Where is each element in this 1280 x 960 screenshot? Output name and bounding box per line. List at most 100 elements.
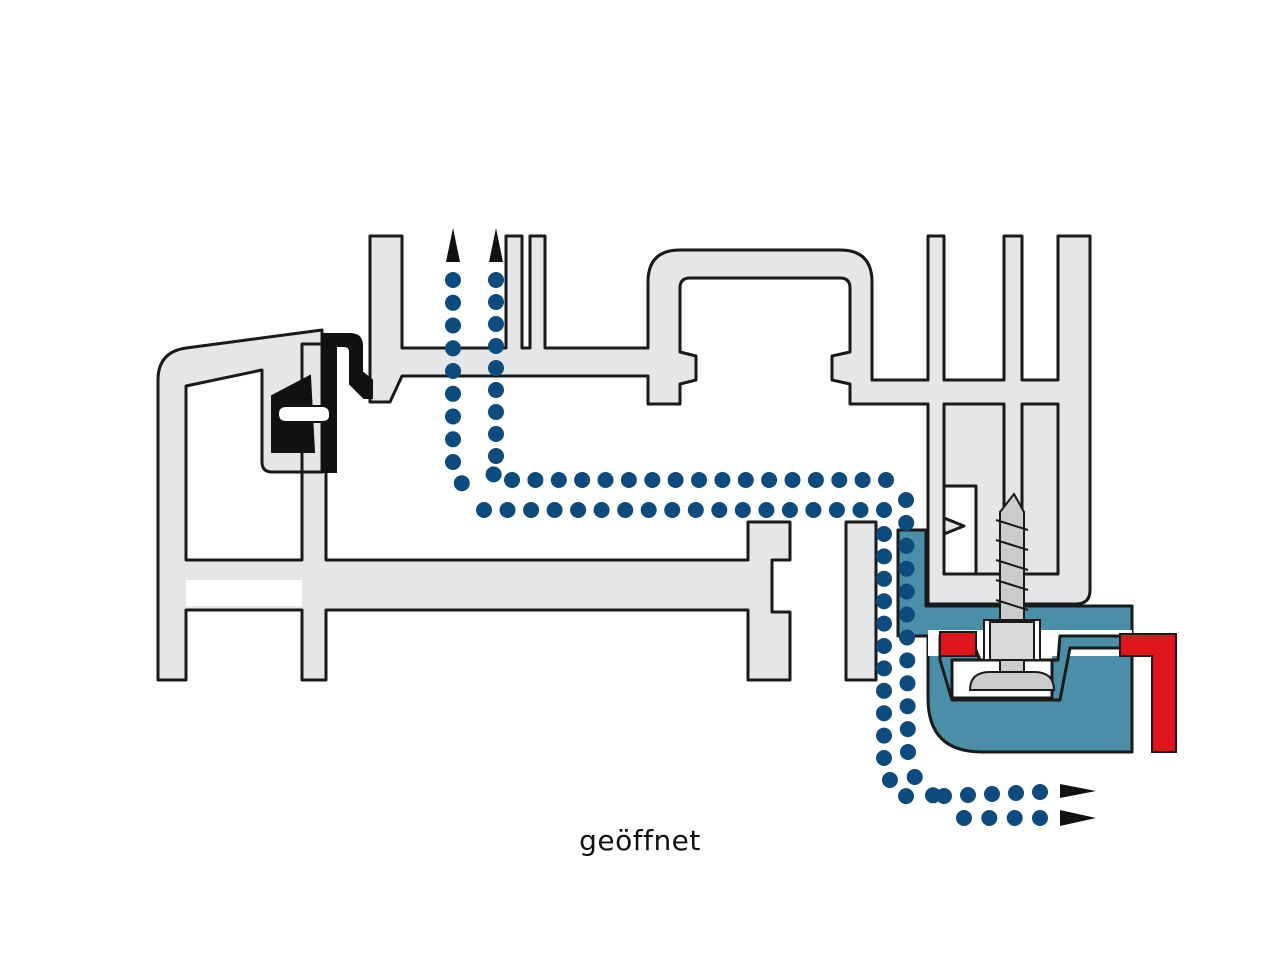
air-dot: [488, 448, 504, 464]
air-dot: [898, 606, 915, 623]
air-dot: [691, 472, 707, 488]
air-flow-path: [445, 272, 1048, 826]
air-dot: [445, 431, 461, 448]
air-dot: [876, 593, 892, 610]
air-dot: [488, 382, 504, 398]
arrow-right-icon: [1060, 784, 1096, 826]
air-dot: [758, 502, 775, 518]
air-dot: [805, 502, 822, 518]
air-dot: [488, 360, 504, 376]
air-dot: [714, 472, 731, 488]
air-dot: [781, 502, 798, 518]
state-caption: geöffnet: [579, 824, 701, 857]
air-dot: [617, 502, 634, 518]
air-dot: [878, 472, 894, 488]
arrow-up-icon: [446, 228, 503, 262]
air-dot: [620, 472, 637, 488]
air-dot: [876, 727, 892, 744]
air-dot: [1032, 784, 1048, 800]
air-dot: [898, 492, 914, 508]
air-dot: [899, 675, 916, 692]
air-dot: [499, 502, 516, 518]
air-dot: [876, 526, 892, 542]
air-dot: [906, 769, 923, 785]
air-dot: [737, 472, 754, 488]
air-dot: [881, 772, 898, 788]
air-dot: [445, 294, 461, 311]
air-dot: [898, 583, 915, 600]
air-dot: [876, 750, 892, 766]
air-dot: [981, 810, 998, 826]
air-dot: [546, 502, 563, 518]
air-dot: [876, 502, 892, 518]
air-dot: [476, 502, 492, 518]
air-dot: [876, 660, 892, 677]
air-dot: [899, 629, 916, 646]
air-dot: [485, 466, 502, 483]
air-dot: [828, 502, 845, 518]
air-dot: [445, 363, 461, 379]
air-dot: [664, 502, 681, 518]
air-dot: [899, 652, 916, 669]
air-dot: [644, 472, 661, 488]
air-dot: [593, 502, 610, 518]
air-dot: [488, 316, 504, 332]
air-dot: [597, 472, 614, 488]
sealing-gasket: [271, 333, 373, 473]
air-dot: [1006, 810, 1023, 826]
sash-profile: [368, 234, 1092, 606]
air-dot: [734, 502, 751, 518]
air-dot: [488, 338, 504, 354]
air-dot: [527, 472, 544, 488]
air-dot: [504, 472, 520, 488]
air-dot: [445, 340, 461, 357]
air-dot: [876, 682, 892, 699]
air-dot: [445, 317, 461, 334]
air-dot: [570, 502, 587, 518]
air-dot: [550, 472, 567, 488]
air-dot: [899, 721, 916, 738]
air-dot: [488, 294, 504, 310]
air-dot: [807, 472, 824, 488]
air-dot: [900, 744, 916, 760]
air-dot: [876, 705, 892, 722]
air-dot: [1032, 810, 1048, 826]
air-dot: [831, 472, 848, 488]
air-dot: [956, 810, 972, 826]
air-dot: [488, 404, 504, 420]
air-dot: [898, 560, 915, 577]
air-dot: [640, 502, 657, 518]
air-dot: [488, 426, 504, 442]
air-dot: [984, 786, 1000, 802]
air-dot: [898, 537, 915, 554]
air-dot: [761, 472, 778, 488]
air-dot: [574, 472, 591, 488]
screw-icon: [968, 492, 1056, 691]
air-dot: [1008, 785, 1024, 801]
air-dot: [898, 514, 915, 531]
air-dot: [854, 472, 871, 488]
air-dot: [445, 454, 461, 470]
air-dot: [453, 475, 470, 492]
air-dot: [445, 385, 461, 402]
air-dot: [687, 502, 704, 518]
air-dot: [445, 408, 461, 425]
air-dot: [960, 787, 976, 803]
vent-flap-seal: [939, 631, 1177, 753]
air-dot: [523, 502, 540, 518]
air-dot: [898, 788, 914, 805]
air-dot: [784, 472, 801, 488]
air-dot: [711, 502, 728, 518]
air-dot: [876, 638, 892, 654]
frame-rebate: [844, 484, 978, 682]
air-dot: [488, 272, 504, 288]
air-dot: [852, 502, 869, 518]
air-dot: [876, 548, 892, 565]
air-dot: [876, 570, 892, 587]
air-dot: [876, 615, 892, 632]
air-dot: [899, 698, 916, 715]
air-dot: [445, 272, 461, 288]
air-dot: [667, 472, 684, 488]
air-dot: [936, 788, 952, 804]
